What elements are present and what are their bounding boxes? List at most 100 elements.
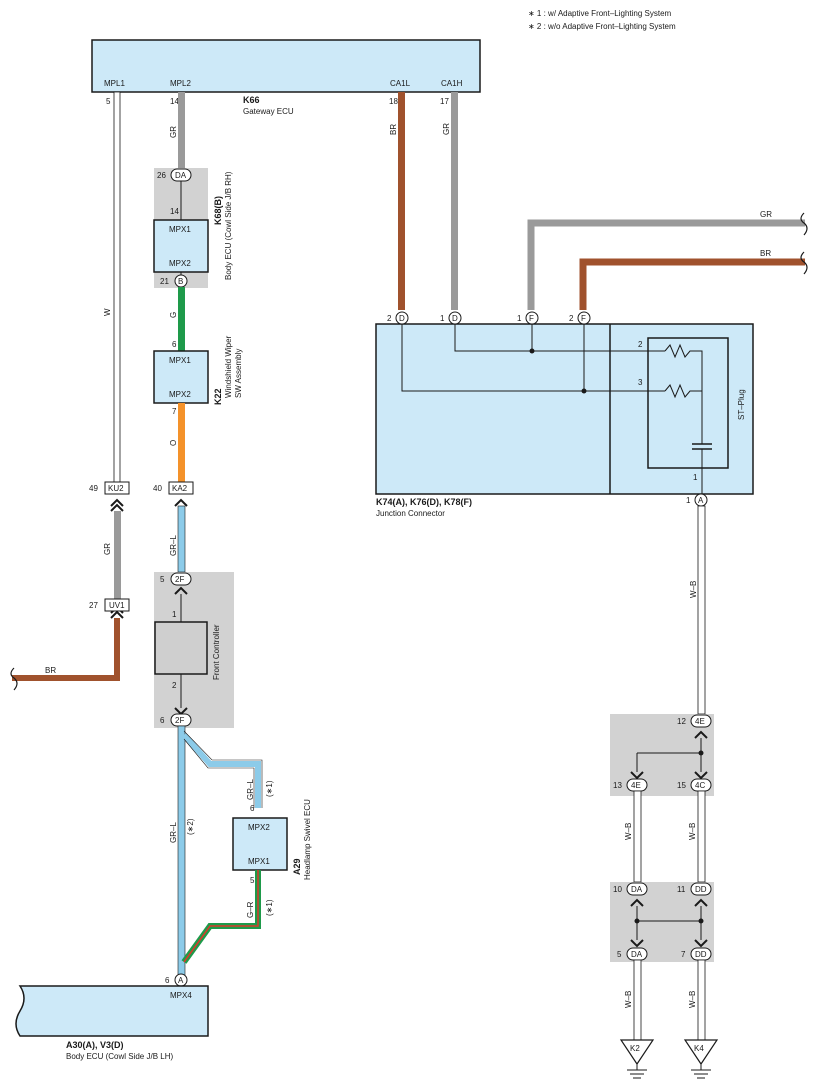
conn-d-1-num: 1 bbox=[440, 314, 445, 323]
wire-label-wb-2: W–B bbox=[624, 823, 633, 840]
gateway-name: Gateway ECU bbox=[243, 107, 294, 116]
conn-a-lh-label: A bbox=[178, 976, 184, 985]
gateway-pin-ca1l: CA1L bbox=[390, 79, 411, 88]
resistor-1 bbox=[664, 343, 703, 444]
conn-a-jc-num: 1 bbox=[686, 496, 691, 505]
conn-4e-left-label: 4E bbox=[631, 781, 641, 790]
conn-d-1-label: D bbox=[452, 314, 458, 323]
body-ecu-lh-code: A30(A), V3(D) bbox=[66, 1040, 124, 1050]
junction-name: Junction Connector bbox=[376, 509, 445, 518]
wire-grl-swivel bbox=[181, 732, 261, 808]
conn-dd-bottom-num: 7 bbox=[681, 950, 686, 959]
gateway-pin-ca1h: CA1H bbox=[441, 79, 463, 88]
conn-ka2[interactable] bbox=[168, 481, 194, 495]
conn-uv1-label: UV1 bbox=[109, 601, 125, 610]
st-plug-pin-1: 1 bbox=[693, 473, 698, 482]
conn-d-2-label: D bbox=[399, 314, 405, 323]
conn-d-2-num: 2 bbox=[387, 314, 392, 323]
wiper-pin-7: 7 bbox=[172, 407, 177, 416]
conn-f-2-num: 2 bbox=[569, 314, 574, 323]
junction-connector-box[interactable] bbox=[375, 323, 754, 495]
body-ecu-rh-mpx1: MPX1 bbox=[169, 225, 191, 234]
wiper-mpx2: MPX2 bbox=[169, 390, 191, 399]
wire-label-star2: (∗2) bbox=[186, 818, 195, 835]
conn-4e-top-num: 12 bbox=[677, 717, 686, 726]
wire-label-br-left: BR bbox=[45, 666, 56, 675]
conn-2f-top-label: 2F bbox=[175, 575, 184, 584]
conn-4e-top[interactable] bbox=[690, 714, 712, 728]
body-ecu-rh-name: Body ECU (Cowl Side J/B RH) bbox=[224, 171, 233, 280]
wire-br-right bbox=[579, 258, 805, 310]
wire-break-gr bbox=[800, 212, 808, 236]
resistor-2 bbox=[664, 383, 702, 399]
body-ecu-rh-mpx2: MPX2 bbox=[169, 259, 191, 268]
wire-wb-4 bbox=[633, 959, 642, 1041]
wire-o bbox=[178, 403, 185, 482]
conn-dd-top-label: DD bbox=[695, 885, 707, 894]
wire-label-w: W bbox=[103, 308, 112, 316]
conn-2f-top[interactable] bbox=[170, 572, 192, 586]
wiper-pin-6: 6 bbox=[172, 340, 177, 349]
wire-label-gr-2: GR bbox=[103, 543, 112, 555]
st-plug-label: ST–Plug bbox=[737, 389, 746, 420]
conn-dd-bottom-label: DD bbox=[695, 950, 707, 959]
gateway-ecu-box[interactable] bbox=[91, 39, 481, 93]
front-ctrl-name: Front Controller bbox=[212, 624, 221, 680]
conn-ku2[interactable] bbox=[104, 481, 130, 495]
wiper-code: K22 bbox=[213, 388, 223, 405]
conn-da-top-2[interactable] bbox=[626, 882, 648, 896]
conn-dd-top[interactable] bbox=[690, 882, 712, 896]
wire-label-o: O bbox=[169, 440, 178, 446]
conn-f-1-label: F bbox=[529, 314, 534, 323]
conn-ka2-label: KA2 bbox=[172, 484, 188, 493]
wire-gr-right bbox=[527, 219, 805, 310]
swivel-code: A29 bbox=[292, 858, 302, 875]
gateway-pin-mpl2: MPL2 bbox=[170, 79, 191, 88]
st-plug-box bbox=[647, 337, 729, 469]
conn-da-bottom-label: DA bbox=[631, 950, 643, 959]
conn-2f-top-num: 5 bbox=[160, 575, 165, 584]
wire-g bbox=[178, 287, 185, 351]
ground-k4-label: K4 bbox=[694, 1044, 704, 1053]
front-ctrl-pin-1: 1 bbox=[172, 610, 177, 619]
wire-label-star1-a: (∗1) bbox=[265, 780, 274, 797]
body-ecu-rh-pin-21: 21 bbox=[160, 277, 169, 286]
front-ctrl-pin-2: 2 bbox=[172, 681, 177, 690]
swivel-name: Headlamp Swivel ECU bbox=[303, 799, 312, 880]
front-controller-box[interactable] bbox=[154, 621, 208, 675]
jc-line-d1 bbox=[454, 324, 665, 352]
gateway-pinnum-17: 17 bbox=[440, 97, 449, 106]
wire-wb-5 bbox=[697, 959, 706, 1041]
wire-grl-2 bbox=[177, 725, 186, 976]
ground-k2-label: K2 bbox=[630, 1044, 640, 1053]
st-plug-pin-3: 3 bbox=[638, 378, 643, 387]
wire-label-br-2: BR bbox=[760, 249, 771, 258]
conn-uv1[interactable] bbox=[104, 598, 130, 612]
body-ecu-rh-code: K68(B) bbox=[213, 196, 223, 225]
wire-label-wb-4: W–B bbox=[624, 991, 633, 1008]
gateway-code: K66 bbox=[243, 95, 260, 105]
gateway-pinnum-14: 14 bbox=[170, 97, 179, 106]
ground-k2-icon bbox=[619, 1039, 655, 1066]
body-ecu-lh-name: Body ECU (Cowl Side J/B LH) bbox=[66, 1052, 173, 1061]
gateway-pinnum-5: 5 bbox=[106, 97, 111, 106]
swivel-ecu-box[interactable] bbox=[232, 817, 288, 871]
st-plug-pin-2: 2 bbox=[638, 340, 643, 349]
conn-ku2-num: 49 bbox=[89, 484, 98, 493]
junction-code: K74(A), K76(D), K78(F) bbox=[376, 497, 472, 507]
swivel-mpx1: MPX1 bbox=[248, 857, 270, 866]
wire-label-grl-2: GR–L bbox=[169, 822, 178, 843]
wiper-box[interactable] bbox=[153, 350, 209, 404]
wire-br-ca1l bbox=[398, 92, 405, 310]
wire-label-gr-1: GR bbox=[169, 126, 178, 138]
swivel-mpx2: MPX2 bbox=[248, 823, 270, 832]
body-ecu-rh-box[interactable] bbox=[153, 219, 209, 273]
body-ecu-lh-pin: MPX4 bbox=[170, 991, 192, 1000]
note-1: ∗ 1 : w/ Adaptive Front–Lighting System bbox=[528, 9, 672, 18]
body-ecu-lh-box[interactable] bbox=[15, 985, 209, 1037]
swivel-pin-5: 5 bbox=[250, 876, 255, 885]
jc-line-d2 bbox=[401, 324, 665, 392]
wire-w bbox=[113, 91, 121, 483]
wiper-mpx1: MPX1 bbox=[169, 356, 191, 365]
wire-label-star1-b: (∗1) bbox=[265, 899, 274, 916]
